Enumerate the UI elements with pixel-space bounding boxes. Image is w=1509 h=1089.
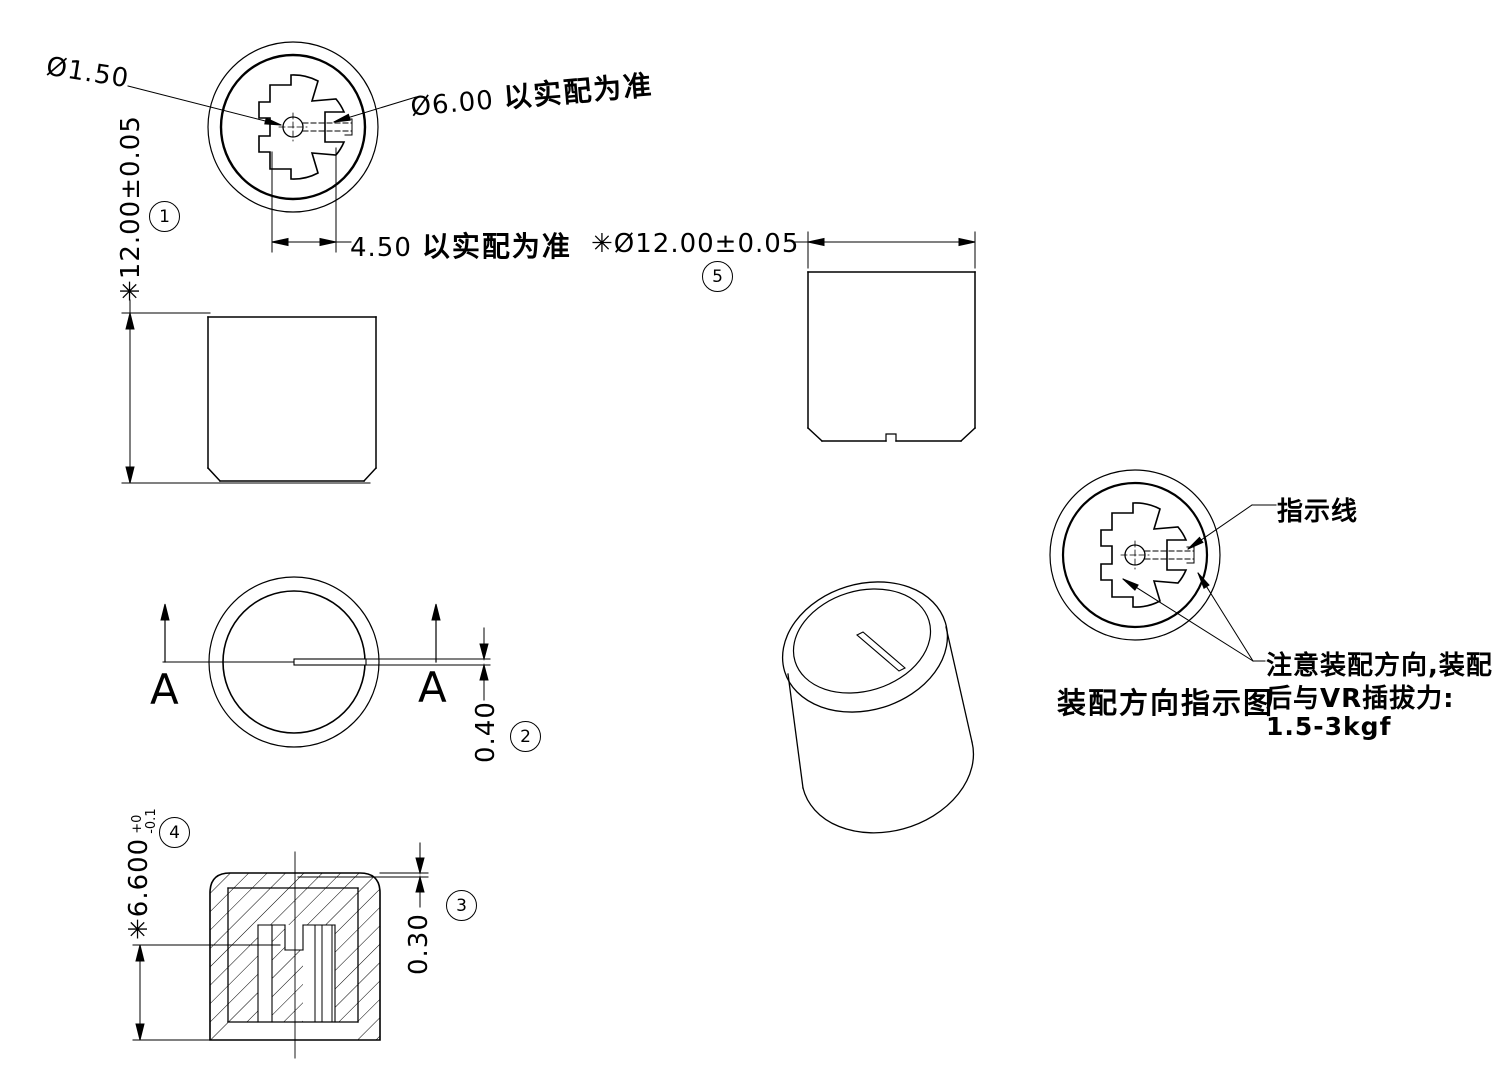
indicator-width-label: 0.40 — [471, 701, 501, 763]
balloon-4: 4 — [159, 817, 190, 848]
balloon-3-number: 3 — [456, 895, 467, 916]
flat-fit-note: 以实配为准 — [421, 230, 572, 263]
isometric-view — [781, 581, 975, 834]
cross-section-view — [132, 842, 429, 1059]
side-view-right — [792, 231, 977, 443]
side-view-left — [121, 299, 378, 484]
balloon-2-number: 2 — [520, 726, 531, 747]
indicator-line-label: 指示线 — [1277, 497, 1359, 527]
assembly-note-line3: 1.5-3kgf — [1266, 712, 1392, 741]
assembly-note-line1: 注意装配方向,装配 — [1266, 651, 1493, 681]
balloon-5-number: 5 — [712, 266, 723, 287]
height-dimension-label: ✳12.00±0.05 — [116, 115, 146, 302]
flat-width-value: 4.50 — [350, 233, 412, 263]
flat-width-callout: 4.50 以实配为准 — [350, 225, 572, 265]
balloon-1: 1 — [149, 201, 180, 232]
section-marker-a-right: A — [418, 663, 447, 712]
outer-diameter-label: ✳Ø12.00±0.05 — [591, 229, 800, 259]
balloon-4-number: 4 — [169, 822, 180, 843]
shaft-diameter-value: Ø6.00 — [409, 85, 496, 123]
balloon-5: 5 — [702, 261, 733, 292]
top-view — [127, 41, 417, 253]
groove-depth-label: 0.30 — [404, 913, 434, 975]
hole-depth-callout: ✳6.600 +0-0.1 — [124, 808, 164, 940]
tolerance-upper: +0 — [130, 814, 145, 834]
assembly-diagram — [1049, 469, 1277, 662]
assembly-caption: 装配方向指示图 — [1057, 686, 1275, 720]
tolerance-lower: -0.1 — [143, 808, 159, 834]
section-marker-a-left: A — [150, 665, 179, 714]
balloon-1-number: 1 — [159, 206, 170, 227]
balloon-3: 3 — [446, 890, 477, 921]
section-aa-view — [160, 576, 491, 748]
assembly-note-line2: 后与VR插拔力: — [1266, 684, 1455, 714]
balloon-2: 2 — [510, 721, 541, 752]
hole-depth-value: ✳6.600 — [124, 837, 154, 940]
